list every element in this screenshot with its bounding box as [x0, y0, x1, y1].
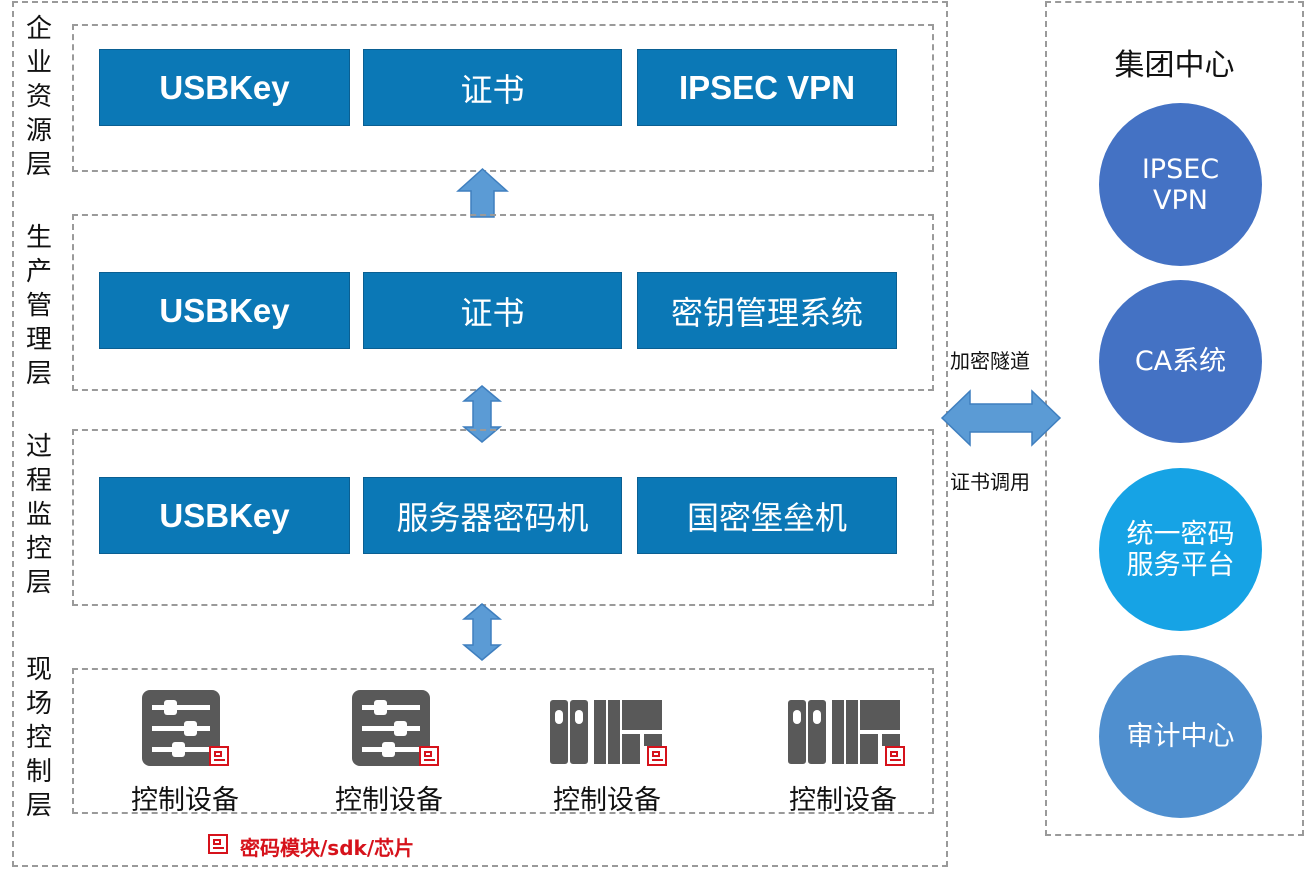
circle-unified-crypto-platform: 统一密码服务平台: [1099, 468, 1262, 631]
certificate-call-label: 证书调用: [950, 470, 1030, 494]
chip-icon: [209, 746, 229, 766]
field-layer-frame: [72, 668, 934, 814]
production-layer-frame: [72, 214, 934, 391]
layer-label-production: 生产管理层: [25, 223, 52, 389]
enterprise-ipsec-vpn-box: IPSEC VPN: [637, 49, 897, 126]
device-label: 控制设备: [789, 785, 897, 816]
server-crypto-machine-box: 服务器密码机: [363, 477, 622, 554]
bastion-host-box: 国密堡垒机: [637, 477, 897, 554]
device-label: 控制设备: [335, 785, 443, 816]
enterprise-layer-frame: [72, 24, 934, 172]
production-usbkey-box: USBKey: [99, 272, 350, 349]
enterprise-certificate-box: 证书: [363, 49, 622, 126]
circle-ipsec-vpn: IPSEC VPN: [1099, 103, 1262, 266]
legend-chip-icon: [208, 834, 228, 854]
controller-device-icon: [352, 690, 430, 766]
vertical-double-arrow-lower: [461, 603, 503, 661]
layer-label-process: 过程监控层: [25, 432, 52, 598]
key-management-box: 密钥管理系统: [637, 272, 897, 349]
encrypted-tunnel-label: 加密隧道: [950, 349, 1030, 373]
layer-label-field: 现场控制层: [25, 655, 52, 821]
horizontal-double-arrow: [940, 389, 1062, 447]
chip-icon: [419, 746, 439, 766]
chip-icon: [647, 746, 667, 766]
device-label: 控制设备: [131, 785, 239, 816]
legend-text: 密码模块/sdk/芯片: [240, 836, 415, 860]
vertical-double-arrow: [461, 385, 503, 443]
circle-ca-system: CA系统: [1099, 280, 1262, 443]
up-arrow: [456, 167, 509, 218]
production-certificate-box: 证书: [363, 272, 622, 349]
circle-audit-center: 审计中心: [1099, 655, 1262, 818]
process-usbkey-box: USBKey: [99, 477, 350, 554]
left-outer-frame: [12, 1, 948, 867]
plc-rack-device-icon: [550, 700, 662, 764]
layer-label-enterprise: 企业资源层: [25, 14, 52, 180]
group-center-title: 集团中心: [1114, 48, 1235, 83]
plc-rack-device-icon: [788, 700, 900, 764]
process-layer-frame: [72, 429, 934, 606]
controller-device-icon: [142, 690, 220, 766]
device-label: 控制设备: [553, 785, 661, 816]
enterprise-usbkey-box: USBKey: [99, 49, 350, 126]
chip-icon: [885, 746, 905, 766]
